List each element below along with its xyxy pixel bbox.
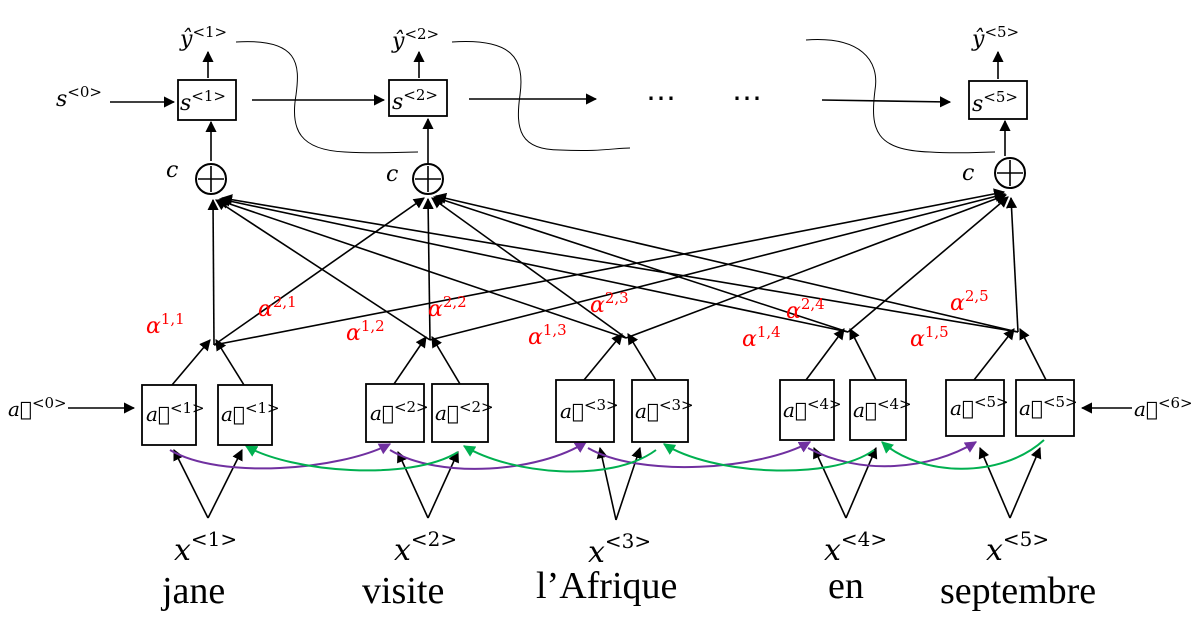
word-2: visite xyxy=(362,570,444,612)
bwd-box-1 xyxy=(217,384,273,446)
attention-edges xyxy=(207,188,1019,346)
alpha-2-2: α2,2 xyxy=(428,293,467,322)
alpha-1-3: α1,3 xyxy=(528,321,567,350)
decoder-state-box-2 xyxy=(388,79,448,117)
a-fwd-4: a⃗<4> xyxy=(783,395,842,422)
decoder-vertical-arrows xyxy=(202,50,1011,164)
y-hat-2: ŷ<2> xyxy=(391,25,439,54)
bwd-box-5 xyxy=(1015,379,1075,437)
a-bwd-init: a⃖<6> xyxy=(1134,394,1193,421)
decoder-flow-curves xyxy=(235,39,996,154)
alpha-2-1: α2,1 xyxy=(258,293,297,322)
forward-links xyxy=(169,441,978,470)
context-label-5: c xyxy=(962,161,974,186)
bwd-box-3 xyxy=(631,379,689,443)
ellipsis-1: ⋯ xyxy=(646,81,676,116)
fwd-box-5 xyxy=(945,379,1005,437)
ellipsis-2: ⋯ xyxy=(732,81,762,116)
context-label-1: c xyxy=(166,158,178,183)
alpha-1-4: α1,4 xyxy=(742,323,781,352)
alpha-2-5: α2,5 xyxy=(950,287,989,316)
bwd-box-4 xyxy=(849,379,907,441)
a-fwd-init: a⃗<0> xyxy=(8,394,67,421)
fwd-box-1 xyxy=(141,384,197,446)
x-input-3: x<3> xyxy=(588,529,651,570)
alpha-1-5: α1,5 xyxy=(910,323,949,352)
word-4: en xyxy=(828,565,864,607)
word-5: septembre xyxy=(940,570,1096,612)
bwd-box-2 xyxy=(431,383,489,443)
sum-node-5 xyxy=(994,157,1026,189)
fwd-box-3 xyxy=(555,379,615,443)
fwd-box-2 xyxy=(365,383,425,443)
decoder-state-arrows xyxy=(110,93,952,108)
encoder-merge-arrows xyxy=(171,328,1047,386)
decoder-state-box-5 xyxy=(968,80,1028,120)
alpha-1-1: α1,1 xyxy=(146,310,185,339)
y-hat-5: ŷ<5> xyxy=(971,23,1019,52)
encoder-boxes xyxy=(141,379,1075,446)
a-fwd-1: a⃗<1> xyxy=(146,399,205,426)
sum-node-1 xyxy=(195,163,227,195)
word-1: jane xyxy=(160,570,225,612)
fwd-box-4 xyxy=(779,379,835,441)
word-3: l’Afrique xyxy=(536,565,677,607)
sum-node-2 xyxy=(412,163,444,195)
context-label-2: c xyxy=(386,162,398,187)
decoder-state-box-1 xyxy=(177,79,237,121)
a-bwd-4: a⃖<4> xyxy=(853,395,912,422)
s-init-label: s<0> xyxy=(56,83,102,112)
y-hat-1: ŷ<1> xyxy=(179,23,227,52)
alpha-2-4: α2,4 xyxy=(786,295,825,324)
alpha-1-2: α1,2 xyxy=(346,317,385,346)
backward-links xyxy=(244,439,1045,473)
alpha-2-3: α2,3 xyxy=(590,289,629,318)
x-input-4: x<4> xyxy=(824,527,887,568)
x-input-5: x<5> xyxy=(986,527,1049,568)
x-input-1: x<1> xyxy=(174,527,237,568)
x-input-2: x<2> xyxy=(394,527,457,568)
